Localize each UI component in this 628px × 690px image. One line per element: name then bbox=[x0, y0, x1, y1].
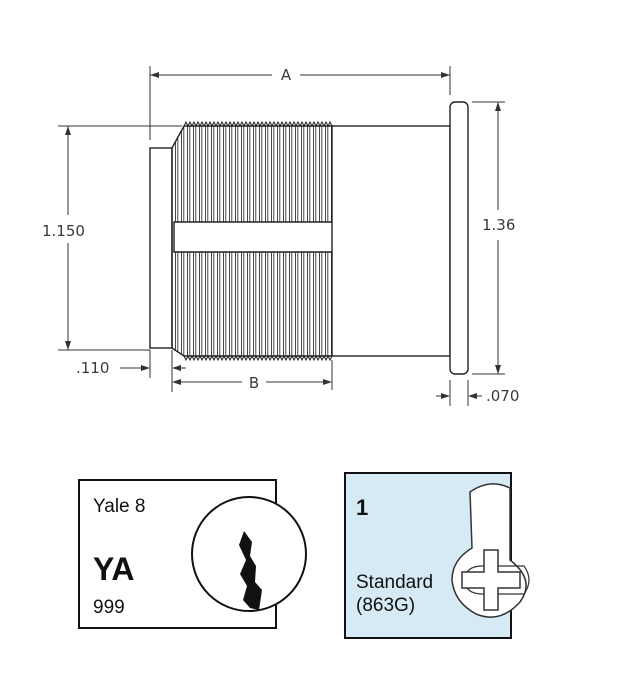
cam-shape-icon bbox=[451, 483, 530, 618]
dimension-lines bbox=[58, 66, 505, 406]
cam-type: Standard bbox=[356, 572, 433, 593]
dim-left-label: .110 bbox=[76, 359, 109, 377]
cam-number: 1 bbox=[356, 495, 368, 520]
keyway-slot bbox=[173, 221, 348, 253]
dimension-arrows bbox=[65, 72, 501, 399]
cylinder-body bbox=[149, 101, 469, 375]
keyway-code: YA bbox=[93, 551, 135, 587]
cylinder-left-cap bbox=[149, 147, 173, 349]
dim-flange-label: 1.36 bbox=[482, 216, 515, 234]
dim-height-label: 1.150 bbox=[42, 222, 85, 240]
cam-part: (863G) bbox=[356, 595, 415, 616]
dim-right-label: .070 bbox=[486, 387, 519, 405]
keyway-profile-icon bbox=[239, 531, 262, 610]
cam-card: 1 Standard (863G) bbox=[344, 472, 530, 639]
keyway-card: Yale 8 YA 999 bbox=[78, 479, 307, 629]
keyway-brand: Yale 8 bbox=[93, 496, 145, 517]
cylinder-flange bbox=[449, 101, 469, 375]
rear-body bbox=[331, 125, 451, 357]
dim-b-label: B bbox=[249, 374, 259, 392]
keyway-number: 999 bbox=[93, 597, 125, 618]
dim-a-label: A bbox=[281, 66, 292, 84]
